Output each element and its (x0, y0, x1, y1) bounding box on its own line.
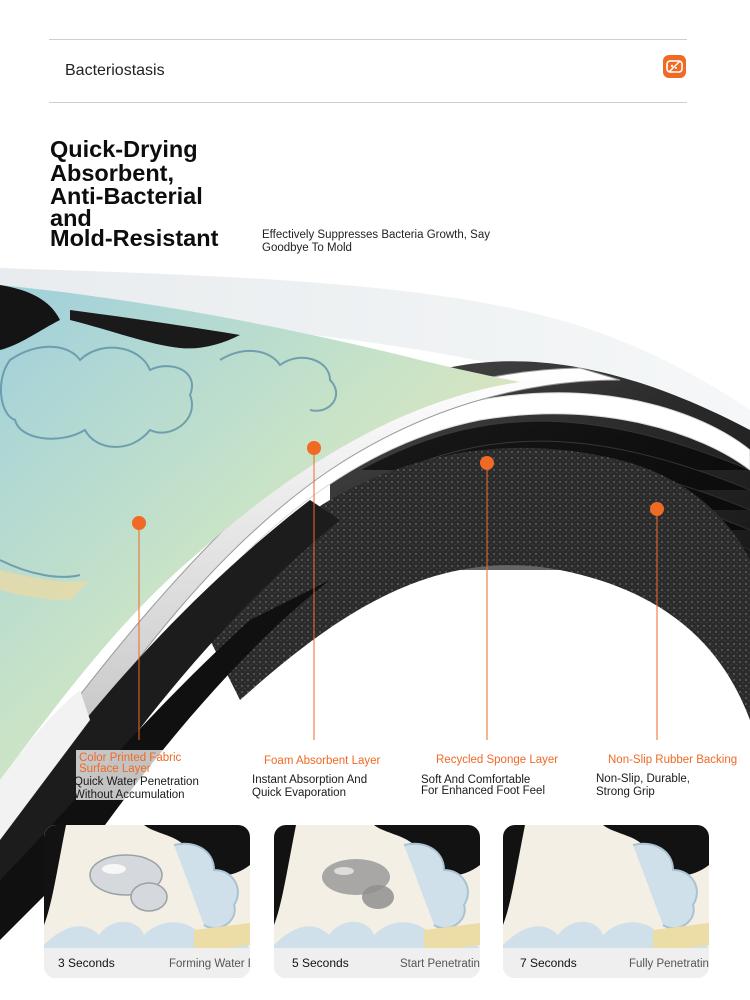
layer-4-desc-line-2: Strong Grip (596, 785, 655, 798)
layer-4-desc: Non-Slip, Durable, Strong Grip (596, 773, 690, 798)
droplet-image-3 (503, 825, 709, 978)
headline-line-3: Anti-Bacterial (50, 183, 203, 209)
headline-line-1: Quick-Drying (50, 136, 198, 162)
layer-1-title-line-2: Surface Layer (79, 763, 151, 775)
step-3-time: 7 Seconds (520, 956, 577, 970)
step-1-time: 3 Seconds (58, 956, 115, 970)
section-label: Bacteriostasis (65, 62, 165, 79)
step-card-1: 3 Seconds Forming Water Droplets (44, 825, 250, 978)
layer-4-desc-line-1: Non-Slip, Durable, (596, 773, 690, 785)
layer-3-desc-line-2: For Enhanced Foot Feel (421, 785, 546, 797)
layer-markers (132, 441, 664, 740)
layer-3-desc: Soft And Comfortable For Enhanced Foot F… (421, 774, 546, 798)
top-divider (49, 39, 687, 40)
step-3-caption: Fully Penetrating (629, 958, 709, 970)
layer-2-desc-line-2: Quick Evaporation (252, 786, 346, 799)
headline: Quick-Drying Absorbent, Anti-Bacterial a… (50, 136, 250, 251)
headline-line-2: Absorbent, (50, 159, 175, 186)
step-1-caption: Forming Water Droplets (169, 958, 250, 970)
header-divider (49, 102, 687, 103)
droplet-image-1 (44, 825, 250, 978)
step-2-caption: Start Penetrating (400, 958, 480, 970)
layer-1-desc-line-1: Quick Water Penetration (74, 776, 199, 788)
droplet-image-2 (274, 825, 480, 978)
step-card-2: 5 Seconds Start Penetrating (274, 825, 480, 978)
step-2-time: 5 Seconds (292, 956, 349, 970)
layer-1-title: Color Printed Fabric Surface Layer (79, 752, 182, 775)
headline-line-4: and (50, 204, 92, 231)
subtitle-line-2: Goodbye To Mold (262, 242, 352, 254)
sponge-badge-icon (663, 55, 686, 78)
step-card-3: 7 Seconds Fully Penetrating (503, 825, 709, 978)
layer-1-desc: Quick Water Penetration Without Accumula… (74, 776, 199, 801)
layer-3-desc-line-1: Soft And Comfortable (421, 774, 531, 786)
subtitle-line-1: Effectively Suppresses Bacteria Growth, … (262, 229, 490, 241)
headline-subtitle: Effectively Suppresses Bacteria Growth, … (262, 229, 512, 255)
layer-2-desc-line-1: Instant Absorption And (252, 774, 368, 786)
layer-1-desc-line-2: Without Accumulation (74, 788, 185, 801)
layer-2-title: Foam Absorbent Layer (264, 755, 381, 767)
layer-3-title: Recycled Sponge Layer (436, 754, 559, 766)
layer-4-title: Non-Slip Rubber Backing (608, 754, 738, 766)
layer-1-title-line-1: Color Printed Fabric (79, 752, 182, 764)
headline-line-5: Mold-Resistant (50, 224, 219, 251)
layer-2-desc: Instant Absorption And Quick Evaporation (252, 774, 367, 799)
